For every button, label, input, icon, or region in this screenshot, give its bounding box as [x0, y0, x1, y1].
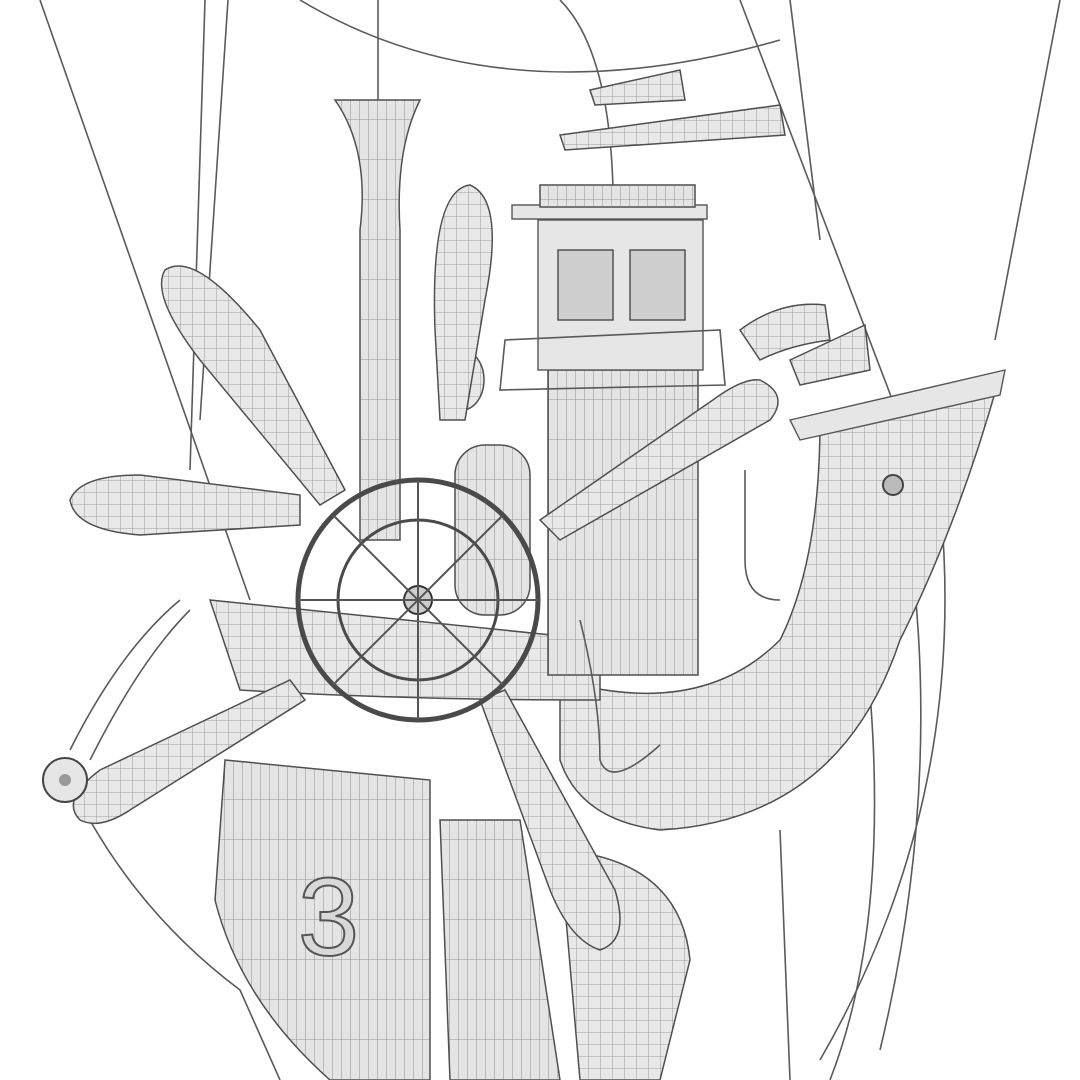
pulley-wheel	[42, 757, 88, 803]
horns	[559, 69, 871, 386]
rudder-number: 3	[298, 856, 359, 979]
tower	[499, 184, 726, 676]
hull	[559, 369, 1006, 831]
rudder: 3	[214, 759, 431, 1080]
exhaust-stack	[333, 0, 422, 541]
deck	[208, 599, 601, 701]
keel	[439, 819, 691, 1080]
propeller	[69, 184, 779, 951]
ship-wheel	[295, 477, 541, 723]
pipes	[69, 470, 781, 773]
